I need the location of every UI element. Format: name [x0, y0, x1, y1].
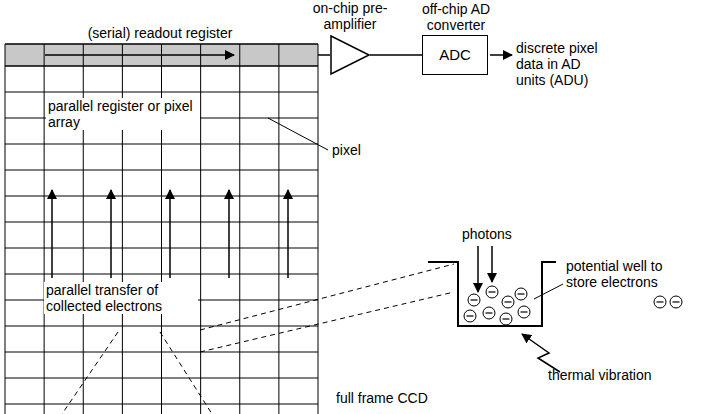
amplifier-symbol — [330, 35, 370, 75]
electron — [515, 288, 527, 300]
up-arrow — [169, 190, 171, 278]
dashed-line — [200, 264, 454, 330]
serial-transfer-arrow — [45, 54, 234, 56]
part-heading: on-chip pre-amplifier — [300, 0, 400, 32]
grid-line — [5, 43, 318, 45]
grid-line — [278, 44, 279, 414]
electron-minus — [521, 311, 528, 312]
part-heading: off-chip AD converter — [403, 1, 509, 33]
thermal-zigzag-arrow — [522, 334, 560, 372]
grid-line — [5, 44, 6, 414]
grid-line — [5, 144, 318, 145]
electron-minus — [486, 312, 493, 313]
part-heading: (serial) readout register — [45, 25, 275, 41]
part-label: pixel — [332, 142, 361, 158]
grid-line — [239, 44, 240, 414]
up-arrow — [110, 190, 112, 278]
grid-line — [200, 44, 201, 414]
electron — [483, 307, 495, 319]
grid-line — [5, 378, 318, 379]
process-label: parallel transfer of collected electrons — [44, 282, 198, 314]
readout-register: (serial) readout register — [5, 44, 318, 66]
grid-line — [318, 44, 319, 414]
up-arrow — [51, 190, 53, 278]
grid-line — [5, 65, 318, 67]
electron — [486, 286, 498, 298]
amplifier-triangle: on-chip pre-amplifier — [330, 35, 370, 75]
electron — [468, 294, 480, 306]
electron-circle — [670, 296, 682, 308]
electron-circle — [654, 296, 666, 308]
grid-line — [5, 326, 318, 327]
electron — [500, 313, 512, 325]
up-arrow — [228, 190, 230, 278]
pixel-leader — [268, 118, 328, 150]
output-arrow — [490, 54, 512, 56]
photon-label: photons — [462, 226, 512, 242]
electron-minus — [471, 299, 478, 300]
pixel-grid — [5, 44, 318, 414]
electron — [464, 310, 476, 322]
electron-circle — [464, 310, 476, 322]
electrons — [464, 286, 682, 325]
electron — [654, 296, 666, 308]
electron-circle — [486, 286, 498, 298]
electron-minus — [503, 318, 510, 319]
electron-minus — [518, 293, 525, 294]
dashed-line — [200, 292, 454, 352]
grid-line — [5, 92, 318, 93]
electron — [502, 296, 514, 308]
parallel-transfer-arrows — [52, 190, 288, 278]
adc-box: off-chip AD converterADC — [422, 35, 488, 75]
electron — [518, 306, 530, 318]
well-leader — [534, 284, 563, 299]
grid-line — [44, 44, 45, 414]
grid-line — [5, 404, 318, 405]
electron-minus — [505, 301, 512, 302]
photon-arrow — [477, 246, 479, 292]
dashed-line — [160, 332, 212, 414]
electron-minus — [489, 291, 496, 292]
signal-wire — [318, 54, 330, 56]
signal-wire — [370, 54, 422, 56]
electron-minus — [673, 301, 680, 302]
electron-circle — [468, 294, 480, 306]
electron-circle — [483, 307, 495, 319]
grid-line — [5, 170, 318, 171]
well-label: potential well to store electrons — [566, 258, 694, 290]
electron-circle — [518, 306, 530, 318]
dashed-line — [62, 332, 118, 414]
electron-minus — [657, 301, 664, 302]
device-label: full frame CCD — [336, 390, 428, 406]
region-label: parallel register or pixel array — [46, 98, 200, 130]
electron-minus — [467, 315, 474, 316]
electron-circle — [515, 288, 527, 300]
up-arrow — [287, 190, 289, 278]
box-label: ADC — [439, 46, 471, 64]
electron-circle — [500, 313, 512, 325]
electron-circle — [502, 296, 514, 308]
amplifier-outline — [331, 36, 369, 74]
output-label: discrete pixel data in AD units (ADU) — [516, 40, 600, 88]
electron — [670, 296, 682, 308]
grid-line — [5, 352, 318, 353]
thermal-label: thermal vibration — [548, 367, 652, 383]
photon-arrow — [491, 246, 493, 282]
